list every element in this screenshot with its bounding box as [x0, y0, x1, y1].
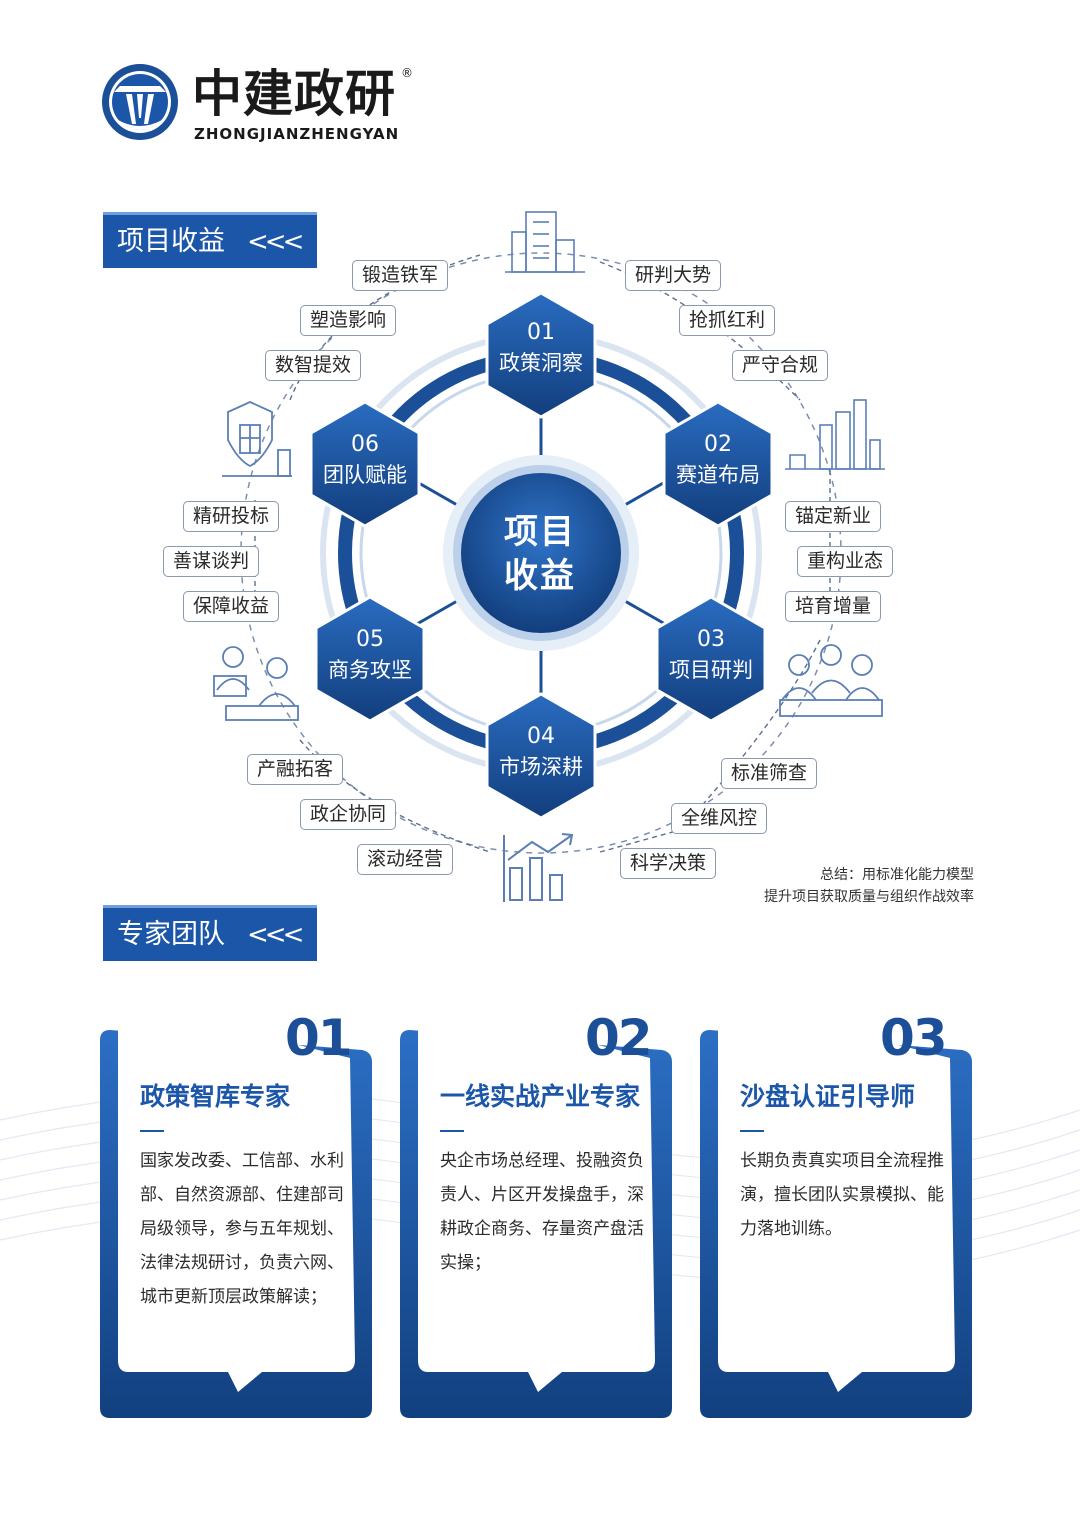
- tag-shanmou-tanpan: 善谋谈判: [163, 546, 260, 577]
- tag-duanzao-tiejun: 锻造铁军: [352, 260, 449, 291]
- card-body: 央企市场总经理、投融资负责人、片区开发操盘手，深耕政企商务、存量资产盘活实操；: [440, 1151, 644, 1273]
- tag-kexue-juece: 科学决策: [620, 848, 717, 879]
- node-02: 02 赛道布局: [668, 430, 768, 490]
- shield-building-icon: [222, 401, 292, 477]
- center-title: 项目 收益: [470, 510, 610, 598]
- expert-card-02-frame: [400, 1000, 672, 1418]
- summary-line: 提升项目获取质量与组织作战效率: [764, 889, 974, 905]
- section-heading-benefits: 项目收益 <<<: [103, 212, 317, 268]
- node-number: 03: [697, 627, 725, 652]
- node-label: 市场深耕: [499, 755, 583, 779]
- chevrons-left-icon: <<<: [247, 227, 304, 257]
- section-title: 项目收益: [117, 226, 225, 257]
- chevrons-left-icon: <<<: [247, 920, 304, 950]
- center-title-line: 收益: [504, 556, 576, 596]
- node-number: 01: [527, 320, 555, 345]
- hexagon-06: [309, 400, 421, 528]
- title-underline: [140, 1130, 164, 1132]
- tag-quanwei-fengkong: 全维风控: [671, 803, 768, 834]
- logo-name-en: ZHONGJIANZHENGYAN: [194, 125, 400, 143]
- title-underline: [740, 1130, 764, 1132]
- node-05: 05 商务攻坚: [320, 625, 420, 685]
- logo-name-cn: 中建政研: [192, 65, 396, 123]
- node-number: 06: [351, 432, 379, 457]
- tag-jingyan-toubiao: 精研投标: [183, 501, 280, 532]
- tag-baozhang-shouyi: 保障收益: [183, 591, 280, 622]
- node-label: 团队赋能: [323, 463, 407, 487]
- card-title: 一线实战产业专家: [440, 1082, 641, 1111]
- consultant-icon: [213, 646, 299, 721]
- center-circle: [461, 473, 621, 633]
- section-heading-team: 专家团队 <<<: [103, 905, 317, 961]
- tag-shuzhi-tixiao: 数智提效: [265, 350, 362, 381]
- hexagon-05: [314, 595, 426, 723]
- tag-biaozhun-shaicha: 标准筛查: [721, 758, 818, 789]
- tag-maoding-xinye: 锚定新业: [785, 501, 882, 532]
- buildings-icon: [505, 211, 585, 273]
- team-meeting-icon: [779, 644, 883, 717]
- tag-yanshou-hegui: 严守合规: [732, 350, 829, 381]
- tag-chanrong-tuoke: 产融拓客: [247, 754, 344, 785]
- hexagon-03: [655, 595, 767, 723]
- tag-yanpan-dashi: 研判大势: [625, 260, 722, 291]
- node-number: 04: [527, 724, 555, 749]
- zhongjian-logo-icon: [102, 64, 178, 140]
- node-label: 政策洞察: [499, 351, 583, 375]
- node-06: 06 团队赋能: [315, 430, 415, 490]
- node-03: 03 项目研判: [661, 625, 761, 685]
- card-title: 政策智库专家: [140, 1082, 291, 1111]
- hexagon-04: [485, 692, 597, 820]
- city-skyline-icon: [785, 399, 885, 470]
- tag-zhengqi-xietong: 政企协同: [300, 799, 397, 830]
- tag-suzao-yingxiang: 塑造影响: [300, 305, 397, 336]
- center-title-line: 项目: [504, 512, 576, 552]
- hexagon-02: [662, 400, 774, 528]
- card-number: 03: [880, 1009, 948, 1067]
- tag-chonggou-yetai: 重构业态: [797, 546, 894, 577]
- node-number: 02: [704, 432, 732, 457]
- node-label: 项目研判: [669, 658, 753, 682]
- card-title: 沙盘认证引导师: [740, 1082, 916, 1111]
- node-label: 商务攻坚: [328, 658, 412, 682]
- section-title: 专家团队: [117, 919, 225, 950]
- node-number: 05: [356, 627, 384, 652]
- node-04: 04 市场深耕: [491, 722, 591, 782]
- card-number: 02: [585, 1009, 653, 1067]
- tag-qiangzhua-hongli: 抢抓红利: [679, 305, 776, 336]
- summary-line: 总结：用标准化能力模型: [820, 867, 974, 883]
- node-label: 赛道布局: [676, 463, 760, 487]
- growth-chart-icon: [503, 833, 574, 902]
- expert-card-01-frame: [100, 1000, 372, 1418]
- card-body: 国家发改委、工信部、水利部、自然资源部、住建部司局级领导，参与五年规划、法律法规…: [140, 1151, 344, 1307]
- card-body: 长期负责真实项目全流程推演，擅长团队实景模拟、能力落地训练。: [740, 1151, 944, 1239]
- benefits-diagram: [213, 211, 885, 902]
- tag-gundong-jingying: 滚动经营: [357, 844, 454, 875]
- expert-card-03-frame: [700, 1000, 972, 1418]
- summary-note: 总结：用标准化能力模型 提升项目获取质量与组织作战效率: [764, 864, 974, 908]
- title-underline: [440, 1130, 464, 1132]
- hexagon-01: [485, 291, 597, 419]
- registered-mark: ®: [401, 66, 413, 80]
- node-01: 01 政策洞察: [491, 318, 591, 378]
- tag-peiyu-zengliang: 培育增量: [785, 591, 882, 622]
- card-number: 01: [285, 1009, 353, 1067]
